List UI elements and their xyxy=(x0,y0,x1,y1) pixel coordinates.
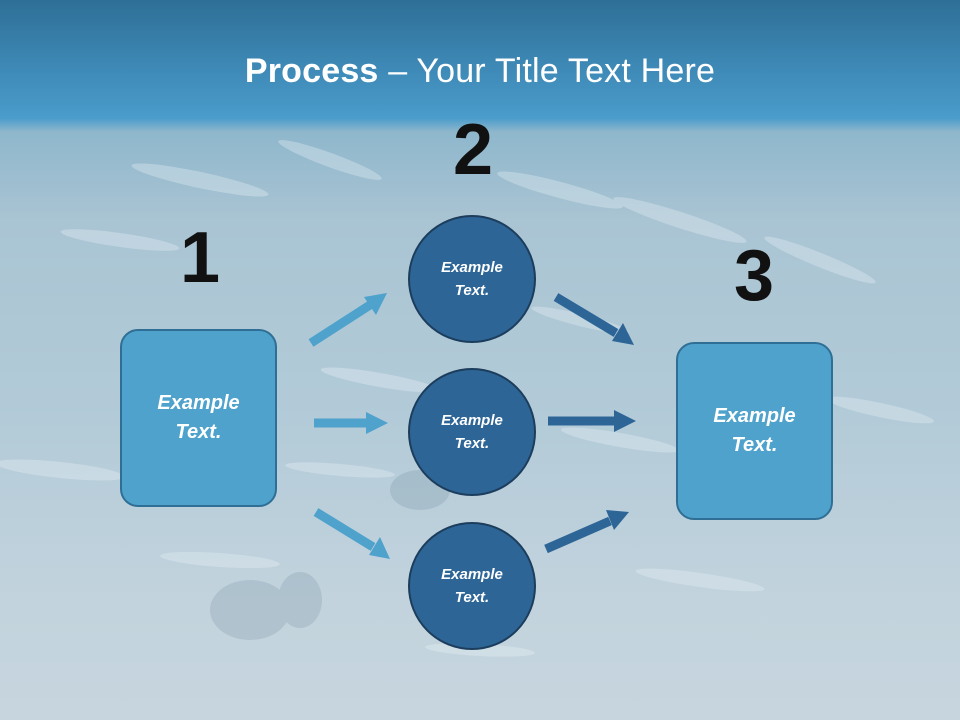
circle-bottom-line-1: Example xyxy=(441,566,503,583)
circle-bottom-line-2: Text. xyxy=(454,589,490,606)
step-number-1: 1 xyxy=(179,218,221,298)
title-bold: Process xyxy=(244,52,379,90)
circle-top: Example Text. xyxy=(408,215,536,343)
circle-bottom: Example Text. xyxy=(408,522,536,650)
arrow-left-to-bottom xyxy=(313,508,390,559)
left-box-line-2: Text. xyxy=(175,421,222,443)
arrow-left-to-top xyxy=(308,293,387,347)
circle-top-line-2: Text. xyxy=(454,282,490,299)
left-box: Example Text. xyxy=(120,329,277,507)
circle-middle-line-1: Example xyxy=(441,412,503,429)
step-number-2: 2 xyxy=(452,110,494,190)
arrow-bottom-to-right xyxy=(544,510,629,554)
circle-middle-line-2: Text. xyxy=(454,435,490,452)
right-box: Example Text. xyxy=(676,342,833,520)
slide-title: Process – Your Title Text Here xyxy=(0,52,960,91)
left-box-line-1: Example xyxy=(157,392,240,414)
arrow-middle-to-right xyxy=(548,410,636,432)
circle-middle: Example Text. xyxy=(408,368,536,496)
right-box-line-1: Example xyxy=(713,405,796,427)
arrow-top-to-right xyxy=(553,293,634,345)
circle-top-line-1: Example xyxy=(441,259,503,276)
arrow-left-to-middle xyxy=(314,412,388,434)
step-number-3: 3 xyxy=(733,236,775,316)
title-rest: – Your Title Text Here xyxy=(378,52,716,90)
right-box-line-2: Text. xyxy=(731,434,778,456)
